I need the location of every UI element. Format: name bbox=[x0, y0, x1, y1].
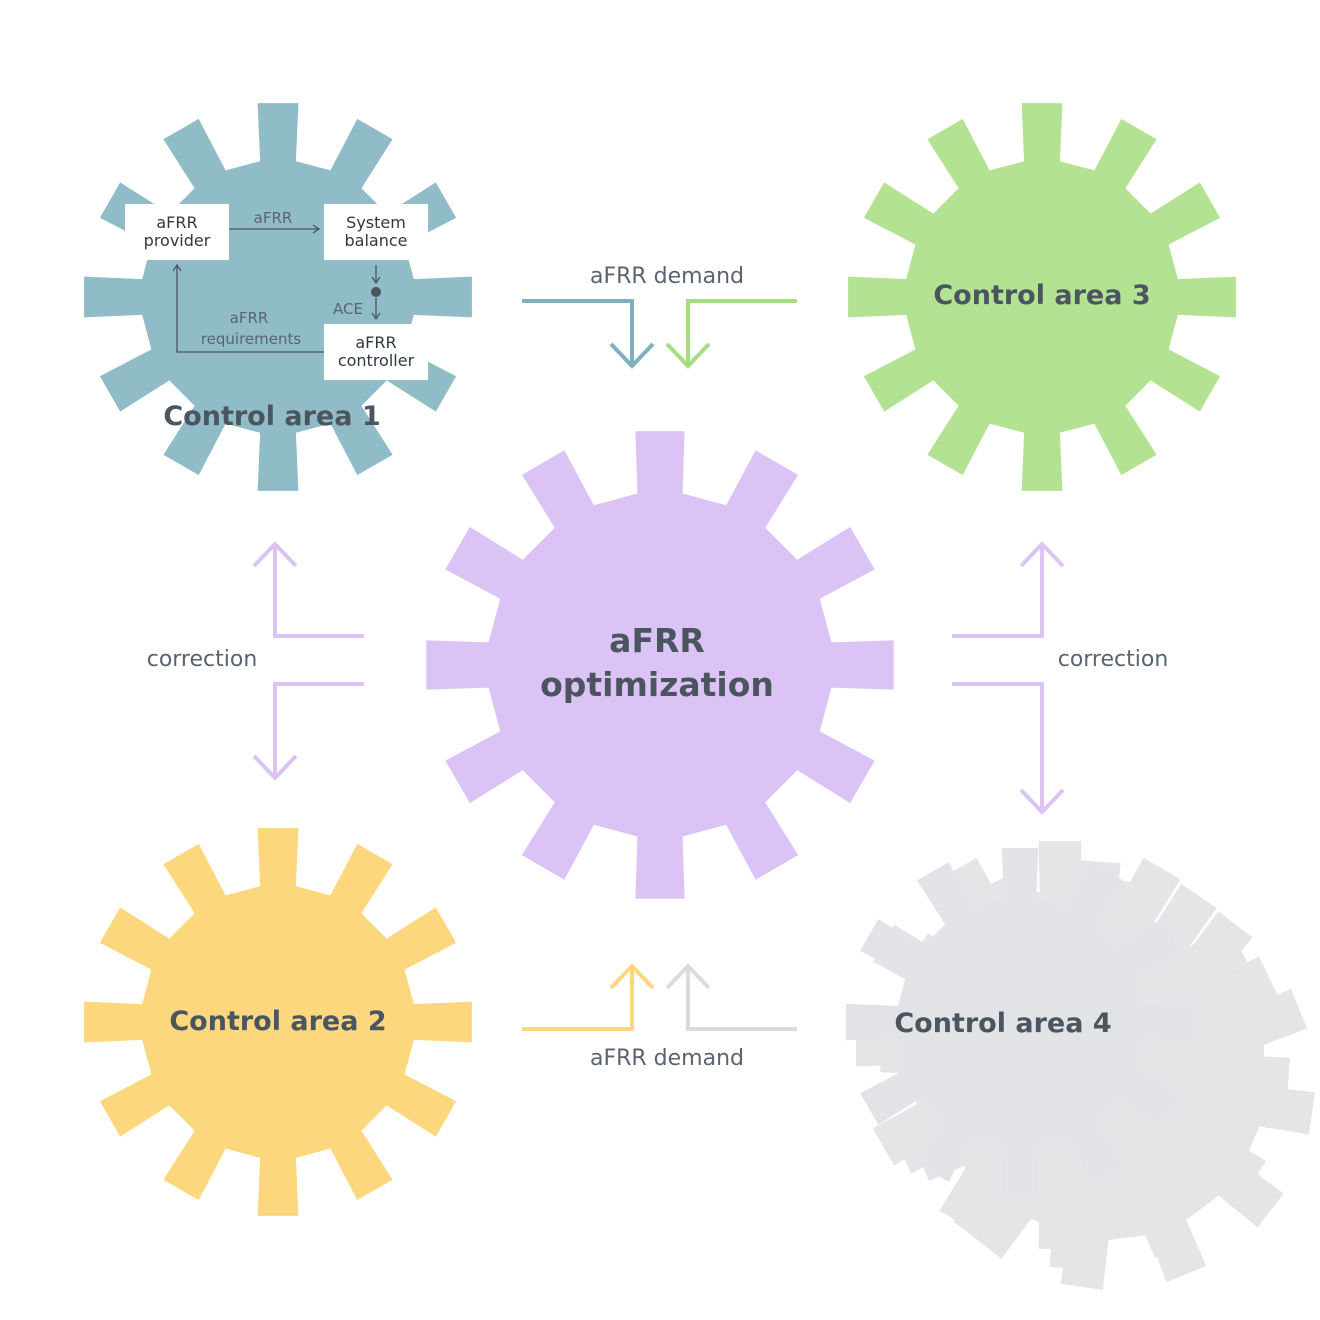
control-area-1-gear bbox=[84, 103, 472, 491]
afrr-controller-line1: aFRR bbox=[355, 333, 396, 352]
control-area-3-gear bbox=[848, 103, 1236, 491]
demand-arrow-area2 bbox=[522, 968, 634, 1031]
requirements-label-line1: aFRR bbox=[230, 309, 269, 327]
afrr-optimization-label-line2: optimization bbox=[540, 665, 774, 704]
system-balance-line1: System bbox=[346, 213, 406, 232]
demand-arrow-area1 bbox=[522, 299, 634, 364]
demand-arrows-top: aFRR demand bbox=[522, 264, 797, 369]
demand-arrowhead-area4 bbox=[665, 963, 711, 990]
control-area-2-label: Control area 2 bbox=[169, 1006, 386, 1037]
control-area-1-label: Control area 1 bbox=[163, 401, 380, 432]
demand-arrows-bottom: aFRR demand bbox=[522, 963, 797, 1071]
correction-arrowhead-to-area2 bbox=[252, 754, 298, 781]
ace-label: ACE bbox=[333, 300, 363, 318]
balance-down-arrowhead-2 bbox=[371, 312, 381, 321]
correction-arrowhead-to-area1 bbox=[252, 541, 298, 568]
area1-inner-diagram: aFRR provider System balance aFRR contro… bbox=[125, 204, 428, 380]
correction-arrowhead-to-area3 bbox=[1019, 541, 1065, 568]
demand-arrowhead-area3 bbox=[665, 342, 711, 369]
afrr-provider-line1: aFRR bbox=[156, 213, 197, 232]
correction-arrow-to-area1 bbox=[273, 546, 364, 638]
correction-arrow-to-area3 bbox=[952, 546, 1044, 638]
balance-down-arrowhead-1 bbox=[371, 276, 381, 285]
system-balance-box bbox=[324, 204, 428, 260]
afrr-provider-line2: provider bbox=[144, 231, 211, 250]
control-area-4-label: Control area 4 bbox=[894, 1008, 1111, 1039]
correction-arrows-left: correction bbox=[147, 541, 364, 781]
correction-arrow-to-area2 bbox=[273, 682, 364, 776]
requirements-loop-arrow bbox=[176, 266, 324, 353]
afrr-flow-label: aFRR bbox=[254, 209, 293, 227]
demand-arrow-area4 bbox=[686, 968, 797, 1031]
correction-arrowhead-to-area4 bbox=[1019, 788, 1065, 815]
ace-junction-dot bbox=[371, 287, 381, 297]
requirements-loop-arrowhead bbox=[172, 263, 182, 272]
demand-label-bottom: aFRR demand bbox=[590, 1046, 744, 1071]
provider-to-balance-arrowhead bbox=[312, 224, 321, 234]
correction-label-left: correction bbox=[147, 647, 258, 672]
control-area-4-gear bbox=[846, 848, 1194, 1196]
correction-arrows-right: correction bbox=[952, 541, 1169, 815]
control-area-3-label: Control area 3 bbox=[933, 280, 1150, 311]
correction-label-right: correction bbox=[1058, 647, 1169, 672]
afrr-optimization-gear bbox=[426, 431, 894, 899]
control-area-2-gear bbox=[84, 828, 472, 1216]
demand-arrowhead-area2 bbox=[609, 963, 655, 990]
demand-arrow-area3 bbox=[686, 299, 797, 364]
afrr-provider-box bbox=[125, 204, 229, 260]
afrr-controller-box bbox=[324, 324, 428, 380]
correction-arrow-to-area4 bbox=[952, 682, 1044, 810]
requirements-label-line2: requirements bbox=[201, 330, 302, 348]
demand-arrowhead-area1 bbox=[609, 342, 655, 369]
system-balance-line2: balance bbox=[345, 231, 408, 250]
demand-label-top: aFRR demand bbox=[590, 264, 744, 289]
afrr-controller-line2: controller bbox=[338, 351, 415, 370]
afrr-optimization-label-line1: aFRR bbox=[609, 621, 705, 660]
